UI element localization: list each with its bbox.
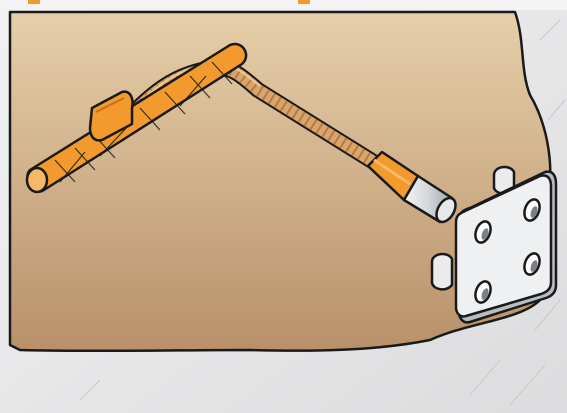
top-strip	[0, 0, 567, 10]
top-strip-accent-right	[298, 0, 310, 4]
top-strip-accent-left	[28, 0, 40, 4]
